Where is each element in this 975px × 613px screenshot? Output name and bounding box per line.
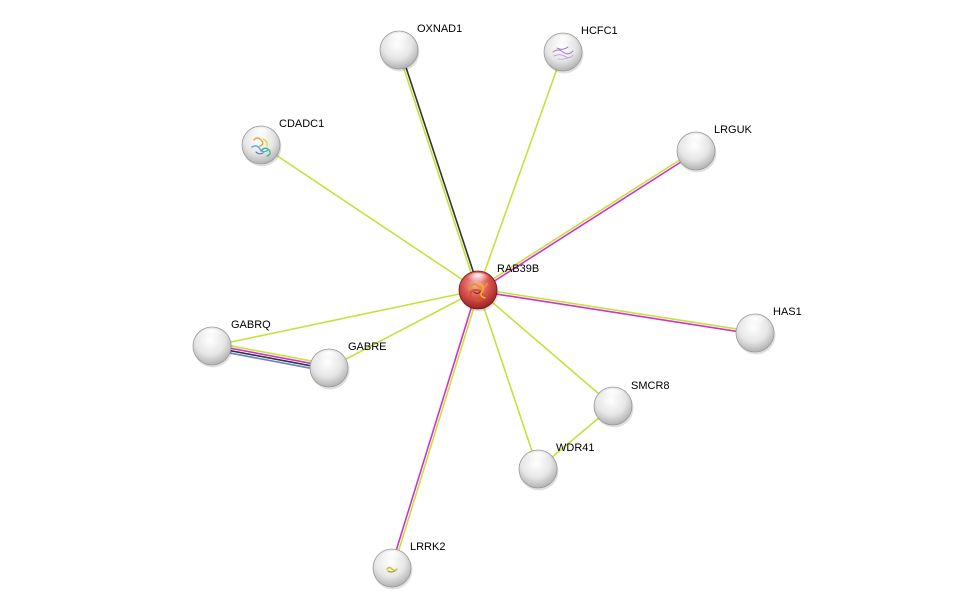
edge-line-textmining bbox=[392, 290, 480, 569]
node-label: LRGUK bbox=[714, 124, 753, 136]
edges-layer bbox=[211, 49, 756, 569]
node-label: OXNAD1 bbox=[417, 23, 462, 35]
node-hcfc1[interactable]: HCFC1 bbox=[543, 25, 618, 74]
edge-line-textmining bbox=[477, 51, 564, 291]
edge-rab39b-smcr8[interactable] bbox=[477, 289, 614, 407]
node-rab39b[interactable]: RAB39B bbox=[458, 263, 539, 312]
node-has1[interactable]: HAS1 bbox=[735, 306, 802, 355]
node-smcr8[interactable]: SMCR8 bbox=[593, 380, 670, 428]
node-label: SMCR8 bbox=[631, 380, 670, 392]
node-label: GABRQ bbox=[231, 319, 271, 331]
node-highlight bbox=[387, 32, 411, 47]
edge-line-textmining bbox=[476, 149, 696, 290]
node-label: HAS1 bbox=[773, 306, 802, 318]
edge-rab39b-oxnad1[interactable] bbox=[397, 49, 480, 291]
node-gabre[interactable]: GABRE bbox=[309, 341, 387, 390]
edge-line-experiments bbox=[390, 289, 478, 568]
edge-line-textmining bbox=[477, 289, 539, 470]
edge-line-textmining bbox=[477, 289, 614, 407]
edge-rab39b-gabrq[interactable] bbox=[211, 289, 479, 347]
node-highlight bbox=[743, 315, 767, 330]
edge-gabrq-gabre[interactable] bbox=[211, 341, 330, 373]
node-highlight bbox=[249, 127, 273, 142]
node-wdr41[interactable]: WDR41 bbox=[518, 442, 595, 491]
edge-rab39b-cdadc1[interactable] bbox=[260, 144, 479, 291]
node-lrguk[interactable]: LRGUK bbox=[676, 124, 753, 173]
node-label: LRRK2 bbox=[410, 541, 445, 553]
node-highlight bbox=[684, 133, 708, 148]
edge-line-experiments bbox=[477, 290, 755, 335]
edge-line-databases bbox=[211, 348, 329, 373]
node-highlight bbox=[200, 328, 224, 343]
node-highlight bbox=[551, 34, 575, 49]
edge-line-textmining bbox=[212, 341, 330, 366]
edge-line-experiments bbox=[478, 151, 698, 292]
node-highlight bbox=[380, 550, 404, 565]
protein-structure-icon bbox=[386, 566, 398, 573]
edge-line-textmining bbox=[478, 288, 756, 333]
edge-line-coexpression bbox=[211, 346, 329, 370]
edge-line-textmining bbox=[260, 144, 479, 291]
node-lrrk2[interactable]: LRRK2 bbox=[372, 541, 445, 590]
node-cdadc1[interactable]: CDADC1 bbox=[241, 118, 324, 167]
edge-rab39b-gabre[interactable] bbox=[328, 289, 479, 369]
node-label: WDR41 bbox=[556, 442, 595, 454]
edge-rab39b-lrrk2[interactable] bbox=[390, 289, 480, 569]
edge-line-textmining bbox=[397, 50, 478, 291]
edge-rab39b-wdr41[interactable] bbox=[477, 289, 539, 470]
node-gabrq[interactable]: GABRQ bbox=[192, 319, 271, 368]
node-label: HCFC1 bbox=[581, 25, 618, 37]
edge-line-experiments bbox=[212, 344, 330, 368]
edge-line-textmining bbox=[211, 289, 479, 347]
node-label: RAB39B bbox=[497, 263, 539, 275]
edge-line-textmining bbox=[328, 289, 479, 369]
node-highlight bbox=[526, 451, 550, 466]
node-label: GABRE bbox=[348, 341, 387, 353]
edge-line-coexpression bbox=[399, 49, 480, 290]
node-highlight bbox=[466, 272, 490, 287]
edge-rab39b-hcfc1[interactable] bbox=[477, 51, 564, 291]
node-highlight bbox=[317, 350, 341, 365]
node-highlight bbox=[601, 388, 625, 403]
edge-rab39b-has1[interactable] bbox=[477, 288, 756, 335]
edge-rab39b-lrguk[interactable] bbox=[476, 149, 698, 292]
node-oxnad1[interactable]: OXNAD1 bbox=[379, 23, 462, 72]
node-label: CDADC1 bbox=[279, 118, 324, 130]
